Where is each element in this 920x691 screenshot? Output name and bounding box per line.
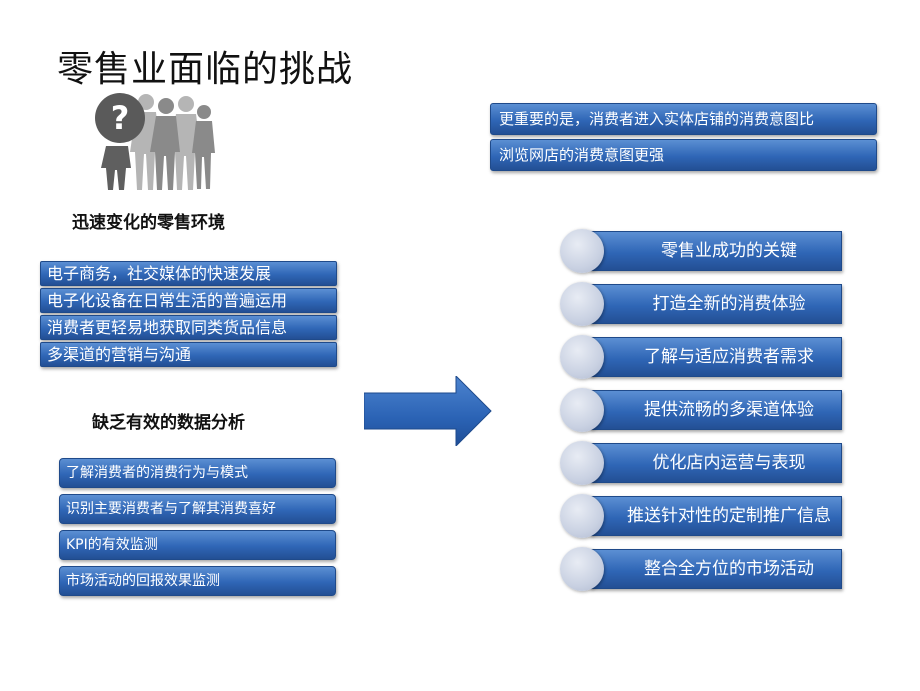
bullet-circle [560,335,604,379]
bullet-circle [560,388,604,432]
bullet-circle [560,494,604,538]
note-line: 浏览网店的消费意图更强 [490,139,877,171]
svg-text:?: ? [111,99,130,137]
key-item: 整合全方位的市场活动 [560,547,845,591]
bullet-circle [560,229,604,273]
list-item: 电子商务，社交媒体的快速发展 [40,261,337,286]
bullet-circle [560,282,604,326]
bullet-circle [560,441,604,485]
key-item-label: 零售业成功的关键 [590,231,842,271]
bullet-circle [560,547,604,591]
key-item: 推送针对性的定制推广信息 [560,494,845,538]
key-item-label: 了解与适应消费者需求 [590,337,842,377]
section1-heading: 迅速变化的零售环境 [72,213,225,233]
note-line: 更重要的是，消费者进入实体店铺的消费意图比 [490,103,877,135]
key-item-label: 优化店内运营与表现 [590,443,842,483]
question-people-icon: ? [95,93,215,190]
key-item: 零售业成功的关键 [560,229,845,273]
page-title: 零售业面临的挑战 [57,49,354,90]
key-item-label: 推送针对性的定制推广信息 [590,496,842,536]
list-item: 市场活动的回报效果监测 [59,566,336,596]
list-item: 了解消费者的消费行为与模式 [59,458,336,488]
list-item: 多渠道的营销与沟通 [40,342,337,367]
key-item: 提供流畅的多渠道体验 [560,388,845,432]
list-item: 电子化设备在日常生活的普遍运用 [40,288,337,313]
list-item: KPI的有效监测 [59,530,336,560]
list-item: 消费者更轻易地获取同类货品信息 [40,315,337,340]
right-arrow-icon [364,376,492,446]
key-item: 优化店内运营与表现 [560,441,845,485]
section2-heading: 缺乏有效的数据分析 [92,413,245,433]
list-item: 识别主要消费者与了解其消费喜好 [59,494,336,524]
key-item-label: 打造全新的消费体验 [590,284,842,324]
key-item: 打造全新的消费体验 [560,282,845,326]
key-item-label: 整合全方位的市场活动 [590,549,842,589]
key-item-label: 提供流畅的多渠道体验 [590,390,842,430]
key-item: 了解与适应消费者需求 [560,335,845,379]
